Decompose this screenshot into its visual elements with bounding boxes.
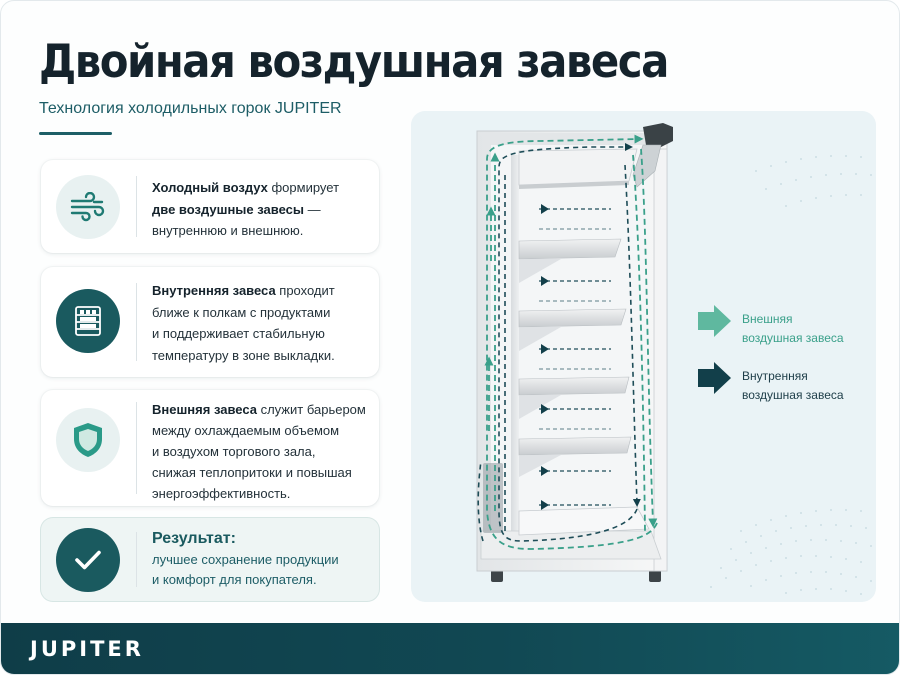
brand-logo: JUPITER (30, 637, 144, 661)
page-subtitle: Технология холодильных горок JUPITER (39, 100, 342, 117)
shield-icon (56, 408, 120, 472)
result-text: Результат: лучшее сохранение продукции и… (152, 528, 369, 590)
legend-outer-line: воздушная завеса (742, 331, 844, 345)
legend-inner-arrow (698, 362, 731, 394)
feature-line: проходит (275, 283, 335, 298)
feature-bold: две воздушные завесы (152, 201, 304, 217)
legend-outer-arrow (698, 305, 731, 337)
feature-line: — (303, 201, 321, 217)
legend-inner-label: Внутренняя воздушная завеса (742, 367, 844, 405)
feature-text: Внешняя завеса служит барьером между охл… (152, 399, 369, 504)
inner-flow-arrows (539, 204, 611, 510)
card-divider (136, 176, 137, 237)
feature-line: снижая теплопритоки и повышая (152, 465, 352, 480)
dotted-wave-pattern (710, 155, 872, 595)
feature-line: температуру в зоне выкладки. (152, 347, 335, 363)
air-flow-icon (56, 175, 120, 239)
legend-outer-label: Внешняя воздушная завеса (742, 310, 844, 348)
cabinet-foot (649, 570, 661, 582)
card-divider (136, 532, 137, 587)
feature-text: Внутренняя завеса проходит ближе к полка… (152, 280, 369, 366)
feature-line: и поддерживает стабильную (152, 326, 325, 341)
feature-bold: Внутренняя завеса (152, 283, 276, 298)
footer-bar: JUPITER (1, 623, 899, 674)
refrigerated-display-case-illustration (476, 123, 872, 595)
legend-inner-line: Внутренняя (742, 369, 808, 383)
result-title: Результат: (152, 530, 236, 547)
feature-card-cold-air: Холодный воздух формирует две воздушные … (41, 160, 379, 253)
shelving-unit-icon (56, 289, 120, 353)
feature-card-outer-curtain: Внешняя завеса служит барьером между охл… (41, 390, 379, 506)
title-underline (39, 132, 112, 135)
feature-card-inner-curtain: Внутренняя завеса проходит ближе к полка… (41, 267, 379, 377)
feature-line: энергоэффективность. (152, 486, 291, 501)
feature-line: и воздухом торгового зала, (152, 444, 316, 459)
display-cabinet (476, 123, 673, 572)
legend-inner-line: воздушная завеса (742, 388, 844, 402)
inner-air-curtain-flow (477, 143, 641, 542)
feature-line: внутреннюю и внешнюю. (152, 223, 304, 238)
feature-line: ближе к полкам с продуктами (152, 304, 331, 320)
cabinet-foot (491, 570, 503, 582)
result-card: Результат: лучшее сохранение продукции и… (41, 518, 379, 601)
result-line: лучшее сохранение продукции (152, 552, 339, 567)
card-divider (136, 283, 137, 361)
result-line: и комфорт для покупателя. (152, 572, 317, 587)
feature-line: между охлаждаемым объемом (152, 423, 340, 438)
card-divider (136, 402, 137, 494)
product-shelves (518, 238, 632, 477)
feature-line: служит барьером (256, 402, 366, 417)
feature-text: Холодный воздух формирует две воздушные … (152, 177, 369, 242)
feature-bold: Внешняя завеса (152, 402, 257, 417)
legend-outer-line: Внешняя (742, 312, 793, 326)
page-title: Двойная воздушная завеса (39, 35, 669, 88)
air-curtain-diagram (411, 111, 876, 602)
feature-line: формирует (267, 180, 340, 195)
outer-air-curtain-flow (484, 134, 658, 550)
feature-bold: Холодный воздух (152, 180, 268, 195)
checkmark-icon (56, 528, 120, 592)
